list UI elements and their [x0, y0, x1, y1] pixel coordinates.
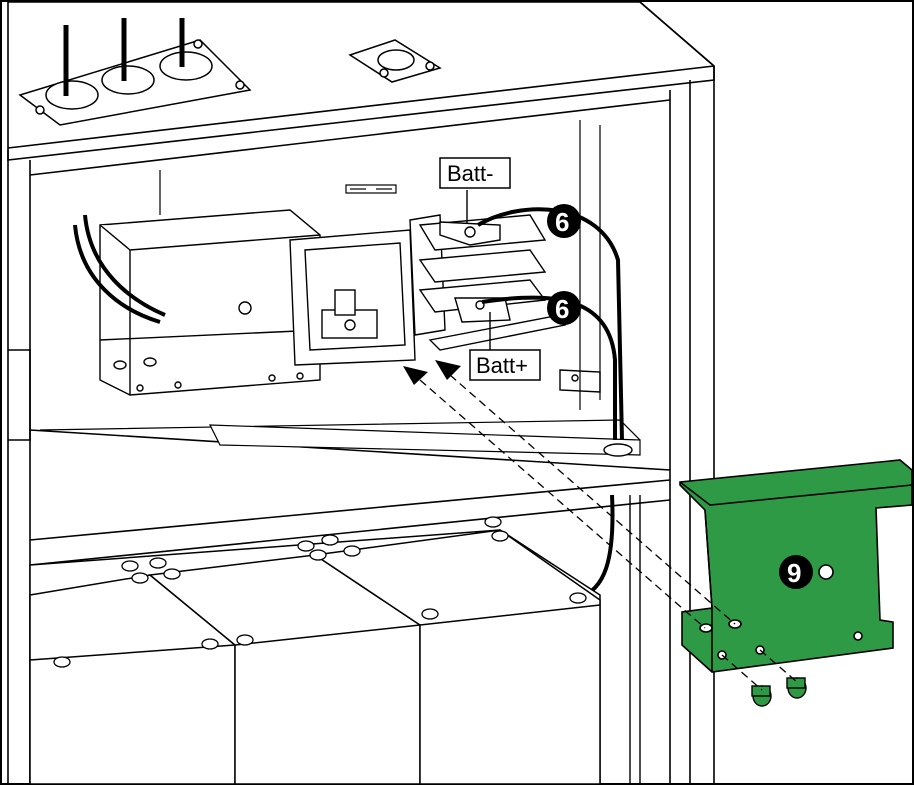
callout-9: 9 — [779, 555, 813, 589]
cabinet-body — [7, 66, 715, 784]
callout-9-text: 9 — [787, 558, 801, 588]
batt-plus-text: Batt+ — [476, 353, 528, 378]
batt-minus-text: Batt- — [447, 161, 493, 186]
assembly-guide-lines — [419, 374, 798, 691]
gland-plate — [18, 18, 252, 126]
callout-6-top-text: 6 — [555, 207, 569, 237]
callout-6-bottom-text: 6 — [555, 294, 569, 324]
batt-minus-label: Batt- — [439, 157, 511, 224]
screw-icon — [751, 677, 807, 707]
left-cables — [73, 214, 166, 324]
bus-bars — [418, 214, 567, 351]
cable-grommet — [603, 443, 633, 457]
battery-terminals — [53, 516, 587, 668]
battery-breaker — [99, 209, 446, 396]
arrow-heads — [403, 360, 461, 385]
callout-6-bottom: 6 — [547, 291, 581, 325]
top-cover-plate — [348, 39, 442, 83]
batt-plus-label: Batt+ — [469, 312, 541, 381]
callout-6-top: 6 — [547, 204, 581, 238]
right-rail — [559, 369, 641, 784]
battery-block-3 — [312, 529, 601, 785]
